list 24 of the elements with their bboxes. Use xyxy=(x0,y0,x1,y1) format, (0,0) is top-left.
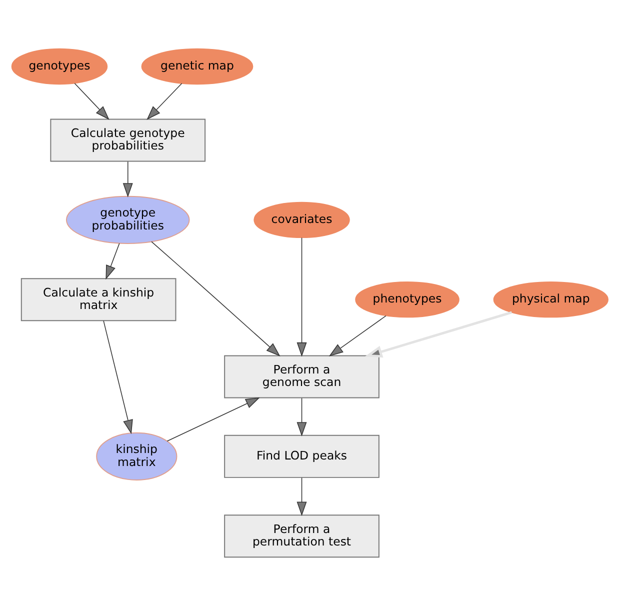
node-box: Find LOD peaks xyxy=(224,434,380,478)
arrow xyxy=(103,320,133,434)
arrow xyxy=(146,83,182,120)
node-ellipse: genotypes xyxy=(11,48,108,85)
node-box: Calculate genotype probabilities xyxy=(50,118,206,162)
arrow xyxy=(106,242,120,280)
arrow xyxy=(296,237,307,357)
arrow xyxy=(296,477,307,516)
arrow xyxy=(74,83,110,120)
node-box: Perform a genome scan xyxy=(224,355,380,398)
node-ellipse: kinship matrix xyxy=(96,432,178,480)
arrow xyxy=(296,398,307,436)
node-ellipse: genotype probabilities xyxy=(66,196,190,244)
node-ellipse: physical map xyxy=(493,282,608,318)
arrow xyxy=(151,241,280,356)
arrow xyxy=(166,397,260,442)
node-box: Calculate a kinship matrix xyxy=(20,278,176,322)
node-ellipse: covariates xyxy=(254,202,350,238)
arrow xyxy=(328,315,386,356)
node-ellipse: phenotypes xyxy=(355,282,460,318)
node-box: Perform a permutation test xyxy=(224,514,380,558)
arrow xyxy=(364,311,512,358)
node-ellipse: genetic map xyxy=(141,48,254,85)
arrow xyxy=(122,161,133,198)
